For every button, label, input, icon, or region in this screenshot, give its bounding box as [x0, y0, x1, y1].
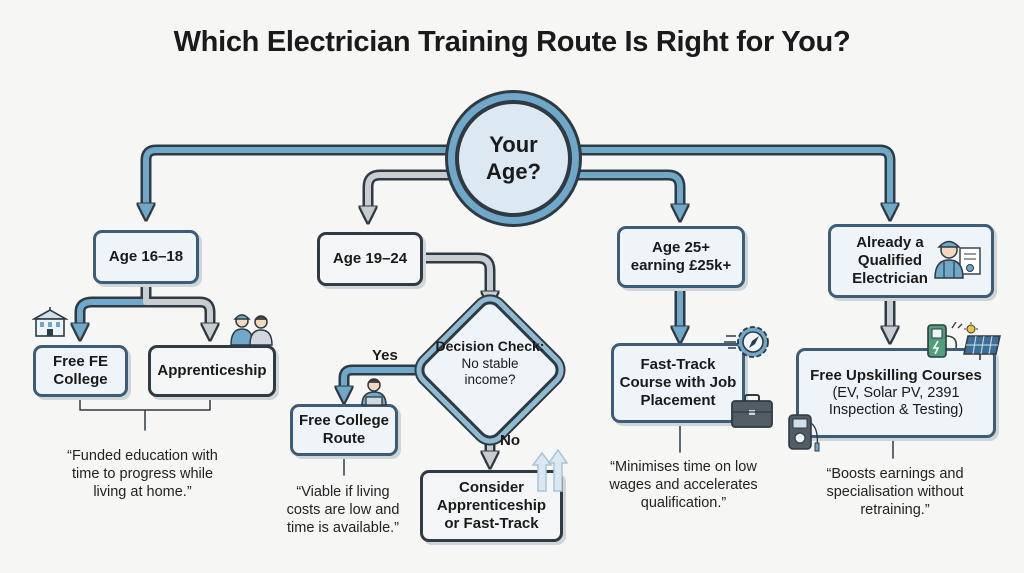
- college-building-icon: [32, 307, 68, 337]
- age-25-plus-label: Age 25+ earning £25k+: [630, 239, 732, 274]
- upskilling-title: Free Upskilling Courses: [810, 366, 982, 384]
- diagram-title: Which Electrician Training Route Is Righ…: [173, 26, 851, 58]
- age-19-24-note: “Viable if living costs are low and time…: [286, 484, 400, 537]
- qualified-electrician-box: Already a Qualified Electrician: [828, 224, 994, 298]
- apprentices-icon: [230, 314, 273, 346]
- free-college-route-box: Free College Route: [290, 404, 398, 456]
- fe-college-box: Free FE College: [33, 345, 128, 397]
- age-19-24-label: Age 19–24: [332, 250, 408, 267]
- upskilling-detail: (EV, Solar PV, 2391 Inspection & Testing…: [828, 384, 964, 418]
- age-19-24-box: Age 19–24: [317, 232, 423, 286]
- age-16-18-note: “Funded education with time to progress …: [67, 448, 218, 501]
- connector-to-age-25: [554, 169, 686, 219]
- age-25-plus-note: “Minimises time on low wages and acceler…: [609, 459, 758, 512]
- no-label: No: [500, 432, 520, 449]
- note-line-16-18: [79, 394, 211, 431]
- connector-to-qualified: [566, 144, 896, 218]
- decision-check-question: No stable income?: [461, 355, 519, 388]
- electrician-certificate-icon: [934, 240, 981, 279]
- qualified-electrician-label: Already a Qualified Electrician: [852, 234, 928, 287]
- upskilling-box: Free Upskilling Courses (EV, Solar PV, 2…: [796, 348, 996, 438]
- age-25-plus-box: Age 25+ earning £25k+: [617, 226, 745, 288]
- free-college-route-label: Free College Route: [298, 412, 390, 447]
- fast-track-label: Fast-Track Course with Job Placement: [619, 356, 737, 409]
- fast-track-box: Fast-Track Course with Job Placement: [611, 343, 745, 423]
- apprenticeship-label: Apprenticeship: [157, 362, 267, 379]
- age-16-18-label: Age 16–18: [108, 248, 184, 265]
- age-16-18-box: Age 16–18: [93, 230, 199, 284]
- ev-charger-icon: [927, 322, 963, 358]
- upward-arrows-icon: [531, 448, 569, 492]
- connector-to-decision: [414, 252, 496, 306]
- briefcase-icon: [731, 394, 773, 428]
- qualified-note: “Boosts earnings and specialisation with…: [826, 466, 964, 519]
- fe-college-label: Free FE College: [52, 353, 109, 388]
- start-node-label: Your Age?: [486, 132, 541, 184]
- apprenticeship-box: Apprenticeship: [148, 345, 276, 397]
- gear-compass-icon: [724, 326, 769, 358]
- connector-to-fe-college: [74, 281, 152, 338]
- connector-to-age-19-24: [362, 169, 476, 221]
- connector-to-apprenticeship: [140, 281, 216, 338]
- consider-apprenticeship-label: Consider Apprenticeship or Fast-Track: [436, 479, 547, 532]
- decision-check-text: Decision Check: No stable income?: [430, 338, 550, 389]
- multimeter-icon: [788, 414, 820, 452]
- decision-check-title: Decision Check:: [435, 338, 545, 354]
- solar-panel-icon: [963, 322, 1001, 360]
- connector-to-age-16-18: [140, 144, 461, 218]
- student-laptop-icon: [361, 378, 387, 406]
- start-node-your-age: Your Age?: [455, 100, 572, 217]
- yes-label: Yes: [372, 347, 398, 364]
